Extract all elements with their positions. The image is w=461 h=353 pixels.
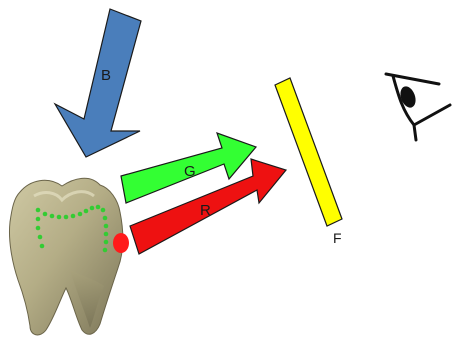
blue-arrow: B [55, 9, 141, 157]
red-arrow-label: R [200, 202, 211, 219]
tooth-body [9, 178, 122, 335]
blue-arrow-shape [55, 9, 141, 157]
filter: F [275, 78, 342, 246]
filter-label: F [333, 230, 342, 246]
tooth [9, 178, 122, 335]
green-arrow-label: G [184, 163, 196, 180]
eye-icon [386, 74, 450, 140]
filter-plate [275, 78, 342, 226]
red-spot [113, 233, 129, 253]
blue-arrow-label: B [101, 67, 111, 84]
